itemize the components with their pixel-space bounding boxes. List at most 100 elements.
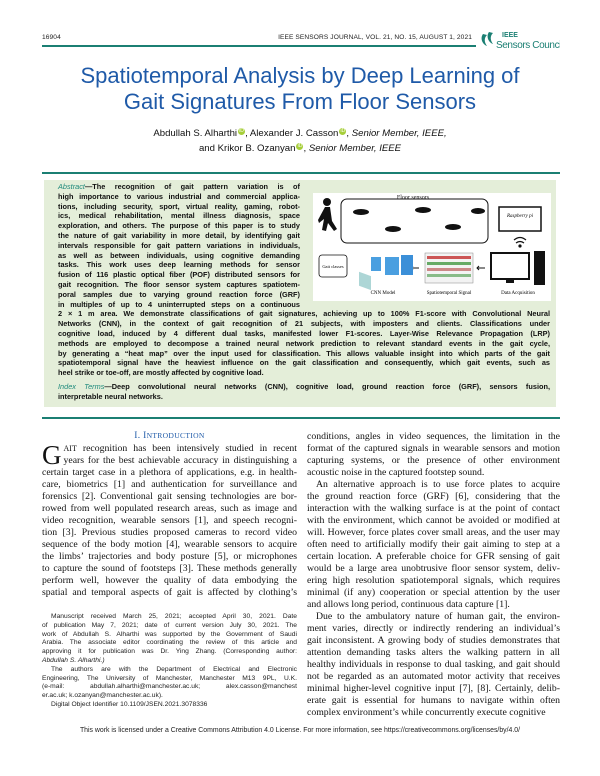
abstract-line: high importance to various industrial an…: [58, 191, 300, 201]
title-rule: [42, 172, 560, 174]
author-name: and Krikor B. Ozanyan: [198, 143, 296, 154]
body-line: perform well, however the quality of dat…: [42, 575, 297, 586]
footnote-line: Arabia. The associate editor coordinatin…: [42, 639, 297, 647]
body-line: rowed from well populated research areas…: [42, 503, 297, 514]
walking-person-icon: [318, 198, 337, 231]
abstract-line: exploration, and others. The purpose of …: [58, 221, 300, 231]
abstract-line: spatiotemporal signal have the heaviest …: [58, 358, 550, 368]
abstract-line: the nature of gait variability in more d…: [58, 230, 300, 240]
body-line: interaction with the walking surface is …: [307, 503, 560, 514]
footprint-icons: [353, 207, 485, 232]
abstract-line: fusion of 116 plastic optical fiber (POF…: [58, 270, 300, 280]
abstract-first-line: Abstract—The recognition of gait pattern…: [58, 182, 300, 191]
body-line: acoustic noise in the captured footstep …: [307, 467, 485, 478]
author-role: Senior Member, IEEE,: [351, 128, 447, 139]
abstract-line: as well as between individuals, using co…: [58, 250, 300, 260]
author-name: Abdullah S. Alharthi: [153, 128, 238, 139]
body-line: certain target case in a plethora of app…: [42, 467, 297, 478]
orcid-icon[interactable]: iD: [339, 127, 347, 135]
svg-text:Sensors Council: Sensors Council: [496, 40, 560, 51]
computer-icon: [490, 251, 545, 285]
body-line: often need to artificially modify their …: [307, 539, 560, 550]
data-acquisition-label: Data Acquisition: [501, 291, 535, 296]
abstract-line: ics, medical rehabilitation, mental illn…: [58, 211, 300, 221]
footnote-line: The authors are with the Department of E…: [51, 665, 297, 673]
body-line: with the environment, which cannot be av…: [307, 515, 560, 526]
abstract-rule: [42, 417, 560, 419]
journal-header: IEEE SENSORS JOURNAL, VOL. 21, NO. 15, A…: [278, 34, 472, 41]
abstract-line: methods are employed to decompose a trai…: [58, 338, 550, 348]
abstract-line: intervals responsible for gait pattern v…: [58, 240, 300, 250]
body-line: would be a large area unobtrusive floor …: [307, 563, 560, 574]
signal-plot: [424, 252, 474, 284]
drop-cap: G: [42, 440, 62, 470]
body-line: the ground reaction force (GRF) [6], con…: [307, 491, 560, 502]
footnote-line: Manuscript received March 25, 2021; acce…: [51, 613, 297, 620]
orcid-icon[interactable]: iD: [238, 127, 246, 135]
abstract-line: by generating a “heat map” over the inpu…: [58, 348, 550, 358]
body-line: the limbs’ trajectories and body posture…: [42, 551, 297, 562]
footnote-line: er.ac.uk; k.ozanyan@manchester.ac.uk).: [42, 692, 163, 700]
gait-classes-label: Gait classes: [322, 264, 344, 269]
index-terms-first-line: Index Terms—Deep convolutional neural ne…: [58, 382, 551, 391]
cnn-model-graphic: [359, 255, 413, 291]
footnote-line: of publication May 7, 2021; date of curr…: [42, 621, 297, 629]
abstract-line: cognitive load, induced by 4 different d…: [58, 328, 550, 338]
body-line: ment varies, directly or indirectly rend…: [307, 623, 560, 634]
body-line: minimal (if any) cooperation or special …: [307, 587, 560, 598]
body-line: and allows long period, continuous data …: [307, 599, 510, 610]
footnote-line: approving it for publication was Dr. Yin…: [42, 648, 297, 656]
arrow-icon: [476, 265, 485, 271]
title-line-2: Gait Signatures From Floor Sensors: [123, 89, 477, 114]
orcid-icon[interactable]: iD: [296, 142, 304, 150]
right-column-body: conditions, angles in video sequences, t…: [307, 431, 560, 719]
body-line: will. However, force plates cover small …: [307, 527, 560, 538]
graphical-abstract-figure: Floor sensors Raspberry pi Data Acquisit…: [313, 193, 551, 301]
signal-label: Spatiotemporal Signal: [427, 291, 472, 296]
abstract-line: tasks. This work uses deep learning meth…: [58, 260, 300, 270]
body-line: An alternative approach is to use force …: [316, 479, 560, 490]
footnotes: Manuscript received March 25, 2021; acce…: [42, 613, 297, 710]
raspberry-pi-label: Raspberry pi: [506, 214, 534, 219]
body-line: spatial and temporal aspects of gait is …: [42, 587, 297, 598]
abstract-narrow: Abstract—The recognition of gait pattern…: [58, 182, 300, 309]
body-line: not be regarded as an automated motor ac…: [307, 671, 560, 682]
page-number: 16904: [42, 34, 61, 41]
body-line: healthy individuals in response to dual …: [307, 659, 560, 670]
body-line: AIT recognition has been intensively stu…: [63, 443, 298, 454]
body-line: certain location. A preferable choice fo…: [307, 551, 560, 562]
abstract-line: tions, including security, sport, virtua…: [58, 201, 300, 211]
body-line: forensics [2]. Conventional gait sensing…: [42, 491, 297, 502]
wifi-icon: [513, 236, 527, 248]
body-line: erate gait is essential for humans to na…: [307, 695, 560, 706]
body-line: ering high resolution spatiotemporal sig…: [307, 575, 560, 586]
license-footer: This work is licensed under a Creative C…: [79, 727, 521, 734]
index-terms-line: interpretable neural networks.: [58, 391, 163, 401]
body-line: conditions, angles in video sequences, t…: [307, 431, 560, 442]
index-terms-label: Index Terms: [58, 382, 105, 391]
abstract-line: Networks (CNN), in the context of gait r…: [58, 319, 550, 329]
section-heading-introduction: I. INTRODUCTION: [134, 431, 205, 441]
body-line: to capture the sound of footsteps [3]. T…: [42, 563, 297, 574]
abstract-line: in multiples of up to 4 uninterrupted st…: [58, 299, 300, 309]
body-line: care, biometrics [1] and authentication …: [42, 479, 297, 490]
cnn-model-label: CNN Model: [371, 291, 396, 296]
abstract-label: Abstract: [58, 182, 85, 191]
sensors-council-logo: IEEE Sensors Council: [480, 28, 563, 52]
abstract-wide: 2 × 1 m area. We demonstrate classificat…: [58, 309, 550, 378]
footnote-line: Digital Object Identifier 10.1109/JSEN.2…: [51, 700, 208, 708]
body-line: complex environment’s while concurrently…: [307, 707, 546, 718]
header-rule: [42, 45, 476, 47]
body-line: capturing systems, or the presence of ot…: [307, 455, 560, 466]
body-line: format of the captured signals in wearab…: [307, 443, 560, 454]
body-line: sequence of the body motion [4], wearabl…: [42, 539, 297, 550]
floor-sensors-label: Floor sensors: [397, 195, 430, 201]
abstract-line: 2 × 1 m area. We demonstrate classificat…: [58, 309, 550, 319]
abstract-line: poral samples due to varying ground reac…: [58, 289, 300, 299]
body-line: minimal higher-level cognitive input [7]…: [307, 683, 560, 694]
index-terms: Index Terms—Deep convolutional neural ne…: [58, 382, 550, 402]
abstract-line: heel strike or toe-off, are mostly affec…: [58, 368, 264, 378]
body-line: years for the best achievable accuracy i…: [63, 455, 298, 466]
body-line: Due to the ambulatory nature of human ga…: [316, 611, 560, 622]
left-column-body: G AIT recognition has been intensively s…: [42, 440, 298, 599]
